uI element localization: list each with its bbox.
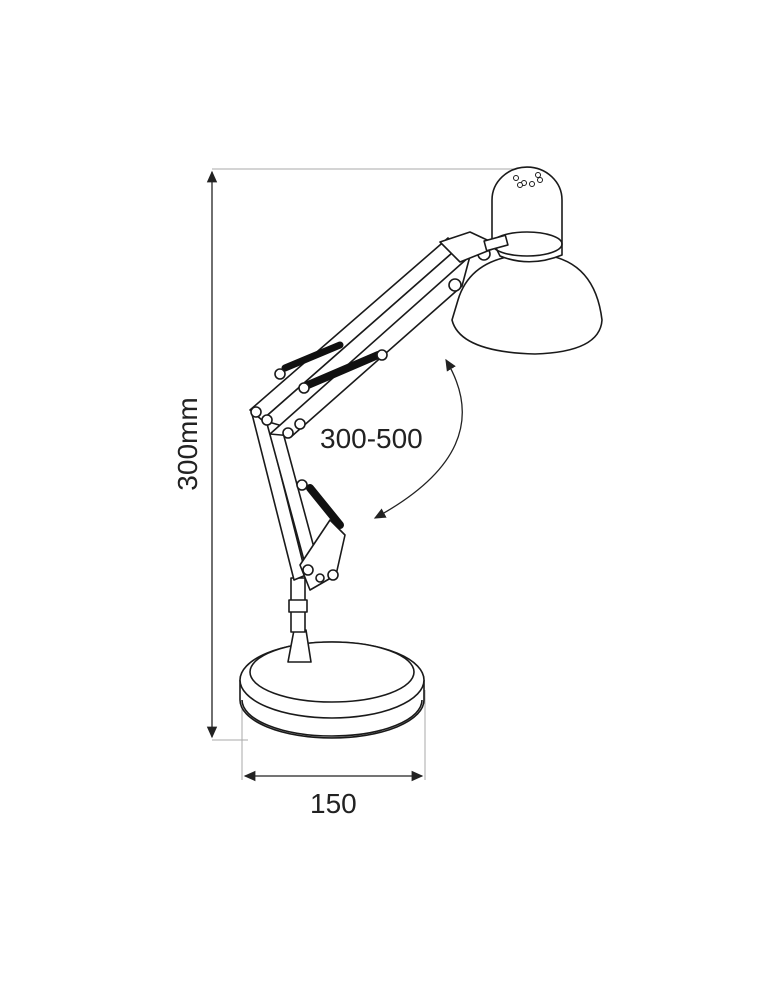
- lamp-stem: [287, 577, 312, 663]
- width-dimension-label: 150: [310, 788, 357, 819]
- upper-arm: [249, 231, 501, 439]
- lower-arm: [251, 407, 346, 591]
- lamp-head: [451, 166, 603, 355]
- arm-range-label: 300-500: [320, 423, 423, 454]
- vent-holes: [513, 172, 543, 188]
- lamp-base: [239, 641, 425, 739]
- arm-range-arrow: [373, 358, 463, 519]
- height-dimension-label: 300mm: [172, 397, 203, 491]
